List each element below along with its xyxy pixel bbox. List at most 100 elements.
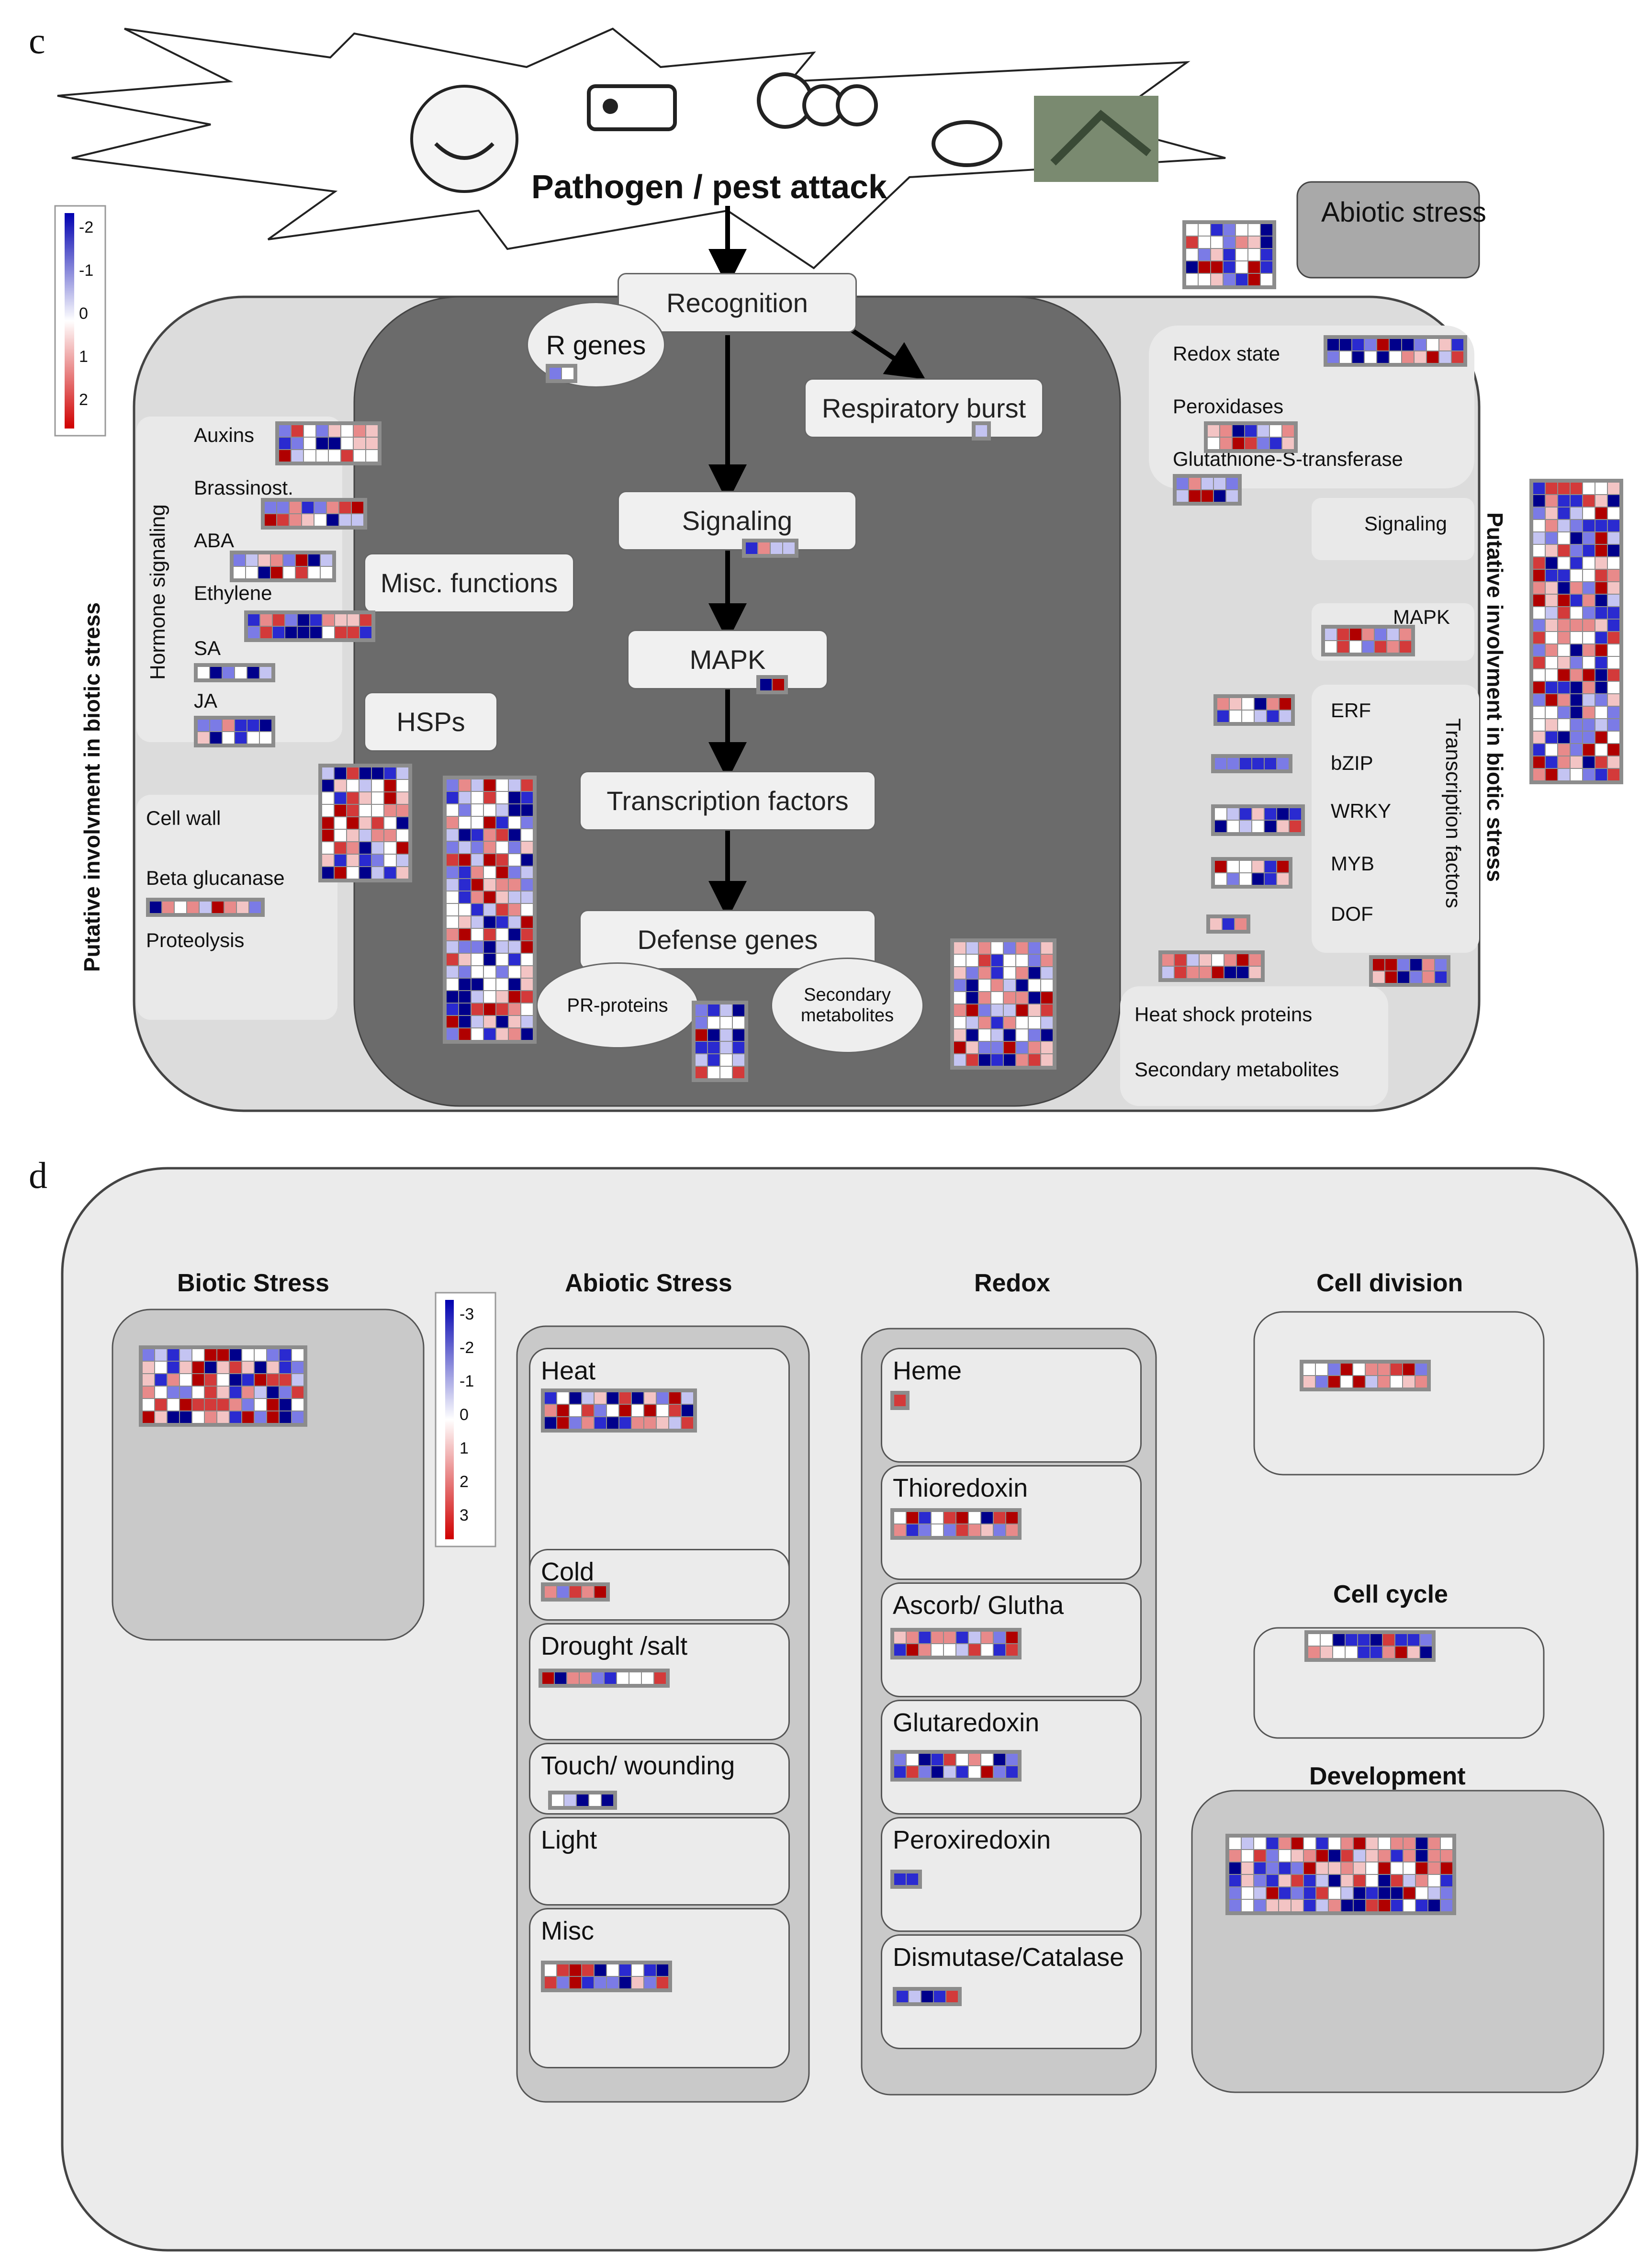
heatmap-cell <box>260 614 272 626</box>
heatmap-cell <box>292 1399 303 1410</box>
heatmap-cell <box>1571 532 1582 544</box>
heatmap-cell <box>1439 351 1451 363</box>
heatmap-cell <box>1379 1875 1390 1886</box>
heatmap-hsps <box>318 764 412 882</box>
scale-label: -2 <box>460 1339 474 1357</box>
heatmap-cell <box>359 855 371 866</box>
heatmap-development <box>1225 1834 1456 1915</box>
heatmap-cell <box>1041 980 1053 991</box>
heatmap-cell <box>1571 744 1582 756</box>
heatmap-cell <box>496 1004 508 1015</box>
heatmap-cell <box>771 542 782 554</box>
heatmap-cell <box>981 1754 993 1765</box>
heatmap-cell <box>247 720 259 731</box>
heatmap-cell <box>521 829 533 841</box>
heatmap-cell <box>327 514 338 526</box>
heatmap-cell <box>217 1362 229 1373</box>
heatmap-cell <box>1571 644 1582 656</box>
heatmap-cell <box>1558 570 1570 581</box>
heatmap-cell <box>1387 641 1399 653</box>
heatmap-cell <box>1379 1887 1390 1899</box>
heatmap-cell <box>966 967 978 979</box>
heatmap-cell <box>347 855 359 866</box>
heatmap-cell <box>397 855 408 866</box>
heatmap-cell <box>484 854 495 866</box>
heatmap-cell <box>708 1004 719 1016</box>
heatmap-cell <box>570 1392 581 1404</box>
heatmap-cell <box>1583 545 1595 556</box>
heatmap-cell <box>1608 545 1619 556</box>
scale-label: -1 <box>79 261 94 280</box>
heatmap-cell <box>210 732 222 744</box>
heatmap-cell <box>484 1028 495 1040</box>
heatmap-cell <box>1595 769 1607 780</box>
heatmap-cell <box>733 1067 744 1078</box>
heatmap-cell <box>1215 808 1226 820</box>
heatmap-cell <box>1533 557 1545 569</box>
heatmap-cell <box>966 980 978 991</box>
heatmap-cell <box>496 817 508 828</box>
heatmap-cell <box>1533 595 1545 606</box>
heatmap-cell <box>1279 1862 1291 1874</box>
heatmap-cell <box>267 1362 279 1373</box>
heatmap-cell <box>595 1586 606 1598</box>
heatmap-cell <box>180 1349 191 1361</box>
scale-label: -2 <box>79 218 94 237</box>
heatmap-cell <box>1016 992 1028 1004</box>
heatmap-cell <box>944 1754 955 1765</box>
heatmap-cell <box>1400 629 1411 640</box>
heatmap-cell <box>1385 971 1397 983</box>
heatmap-cell <box>1558 682 1570 693</box>
heatmap-cell <box>1441 1838 1452 1849</box>
heatmap-cell <box>1211 261 1223 273</box>
heatmap-cell <box>1316 1838 1328 1849</box>
heatmap-cell <box>654 1672 666 1684</box>
heatmap-cell <box>316 425 328 437</box>
heatmap-cell <box>255 1399 266 1410</box>
heatmap-cell <box>1261 237 1272 248</box>
heatmap-cell <box>1316 1900 1328 1911</box>
heatmap-cell <box>1358 1634 1370 1646</box>
heatmap-cell <box>509 941 520 953</box>
heatmap-cell <box>1214 478 1225 489</box>
heatmap-cell <box>323 627 334 638</box>
heatmap-cell <box>1366 1376 1377 1388</box>
heatmap-cell <box>1333 1634 1345 1646</box>
heatmap-wrky <box>1211 804 1305 836</box>
heatmap-cell <box>1362 641 1374 653</box>
heatmap-cell <box>944 1512 955 1523</box>
heatmap-cell <box>302 514 314 526</box>
scale-label: 1 <box>79 348 88 366</box>
heatmap-cell <box>509 842 520 853</box>
heatmap-cell <box>168 1399 179 1410</box>
heatmap-cell <box>472 792 483 803</box>
heatmap-cell <box>359 805 371 816</box>
heatmap-cell <box>994 1524 1005 1536</box>
heatmap-cell <box>1029 1042 1040 1053</box>
heatmap-cell <box>1016 1017 1028 1028</box>
heatmap-cell <box>966 955 978 966</box>
heatmap-cell <box>1321 1634 1332 1646</box>
heatmap-cell <box>1240 821 1251 832</box>
heatmap-cell <box>280 1387 291 1398</box>
heatmap-cell <box>1428 1862 1440 1874</box>
sub-light-label: Light <box>541 1826 597 1854</box>
heatmap-cell <box>155 1362 167 1373</box>
heatmap-cell <box>1546 545 1557 556</box>
heatmap-cell <box>234 567 245 578</box>
heatmap-cell <box>1029 942 1040 954</box>
heatmap-cell <box>909 1991 921 2002</box>
heatmap-cell <box>1212 954 1224 966</box>
heatmap-cell <box>1558 644 1570 656</box>
heatmap-cell <box>1398 971 1409 983</box>
heatmap-cell <box>557 1977 569 1988</box>
heatmap-cell <box>459 817 471 828</box>
redox-state-label: Redox state <box>1173 342 1280 365</box>
heatmap-cell <box>1236 237 1247 248</box>
heatmap-glutaredoxin <box>890 1750 1022 1782</box>
heatmap-cell <box>341 450 353 462</box>
respiratory-burst-box: Respiratory burst <box>804 378 1044 438</box>
heatmap-cell <box>1404 1838 1415 1849</box>
heatmap-cell <box>234 554 245 566</box>
heatmap-cell <box>347 780 359 791</box>
